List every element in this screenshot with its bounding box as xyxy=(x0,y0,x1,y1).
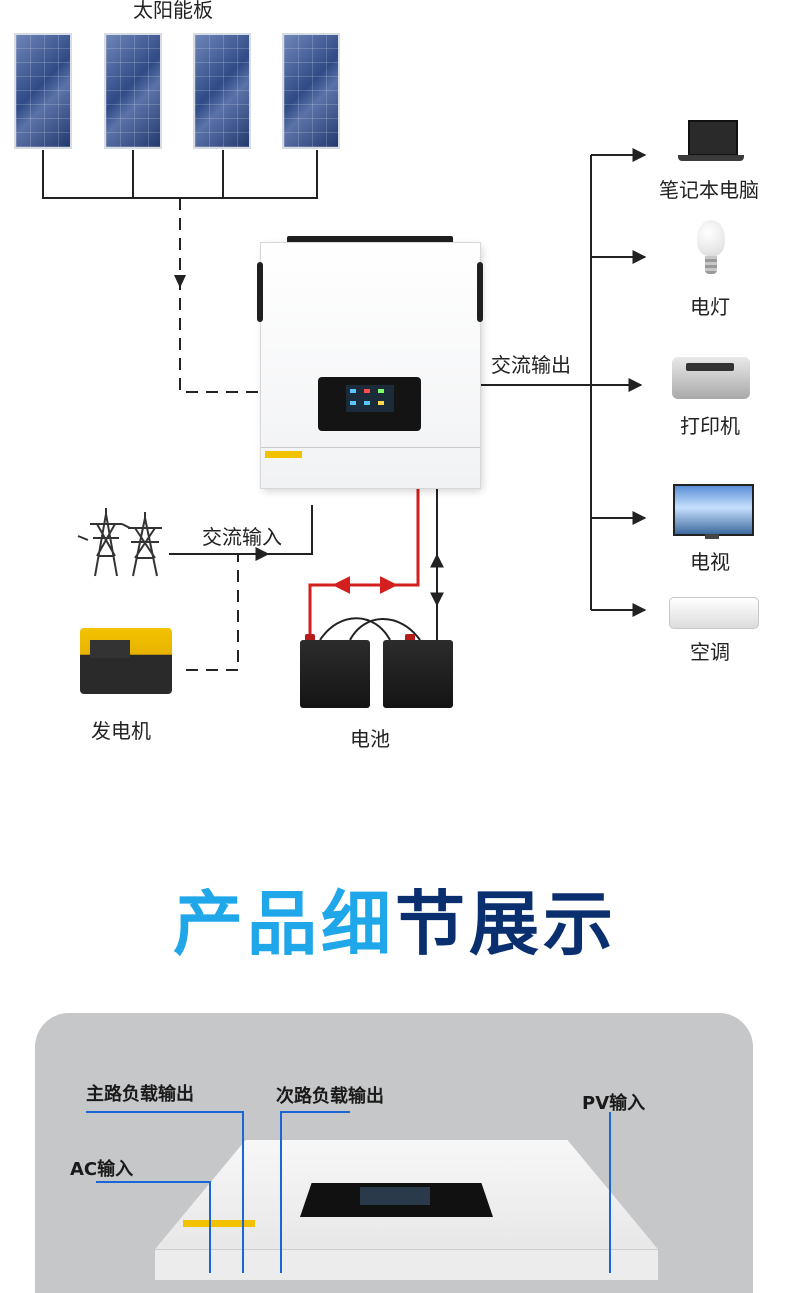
solar-panel-icon xyxy=(14,33,72,149)
generator-label: 发电机 xyxy=(91,719,151,743)
ac-input-detail-label: AC输入 xyxy=(70,1159,134,1180)
device-label-tv: 电视 xyxy=(690,550,730,574)
tv-icon xyxy=(673,484,754,536)
secondary-output-label: 次路负载输出 xyxy=(276,1086,384,1107)
generator-feed-line xyxy=(186,554,239,671)
battery-dc-line xyxy=(308,488,420,640)
inverter-display xyxy=(318,377,421,431)
battery-jumper xyxy=(319,617,421,641)
ac-output-label: 交流输出 xyxy=(491,353,571,377)
device-label-printer: 打印机 xyxy=(680,414,740,438)
air-conditioner-icon xyxy=(669,597,759,629)
solar-combiner-line xyxy=(42,150,318,199)
device-label-laptop: 笔记本电脑 xyxy=(659,178,759,202)
laptop-base xyxy=(678,155,744,161)
inverter-handle-right xyxy=(477,262,483,322)
ac-input-line xyxy=(169,505,313,561)
lightbulb-icon xyxy=(697,220,725,256)
solar-panel-label: 太阳能板 xyxy=(133,0,213,22)
generator-icon xyxy=(80,628,172,694)
section-title-part1: 产品细 xyxy=(173,883,395,965)
device-label-aircon: 空调 xyxy=(690,640,730,664)
inverter-detail-display xyxy=(300,1183,493,1217)
ac-output-line xyxy=(481,148,647,617)
printer-icon xyxy=(672,357,750,399)
battery-icon xyxy=(383,640,453,708)
inverter-lcd xyxy=(346,385,394,412)
battery-label: 电池 xyxy=(350,727,390,751)
caution-sticker xyxy=(265,451,302,458)
caution-sticker xyxy=(183,1220,255,1227)
power-tower-icon xyxy=(77,508,162,577)
device-label-lamp: 电灯 xyxy=(690,295,730,319)
solar-panel-icon xyxy=(104,33,162,149)
section-title: 产品细节展示 xyxy=(0,868,790,969)
callout-lines xyxy=(86,1111,611,1273)
wiring-diagram xyxy=(42,148,647,671)
tv-stand xyxy=(705,534,719,539)
inverter-top-bar xyxy=(287,236,453,244)
solar-feed-arrow xyxy=(174,275,186,288)
inverter-handle-left xyxy=(257,262,263,322)
solar-feed-line xyxy=(179,198,262,393)
inverter-band xyxy=(261,447,480,448)
solar-panel-icon xyxy=(193,33,251,149)
battery-terminal xyxy=(305,634,315,642)
lightbulb-base xyxy=(705,256,717,274)
battery-terminal xyxy=(405,634,415,642)
ac-input-label: 交流输入 xyxy=(202,525,282,549)
main-output-label: 主路负载输出 xyxy=(86,1084,194,1105)
pv-input-label: PV输入 xyxy=(582,1093,646,1114)
laptop-icon xyxy=(688,120,738,156)
solar-panel-icon xyxy=(282,33,340,149)
battery-icon xyxy=(300,640,370,708)
section-title-part2: 节展示 xyxy=(395,883,617,965)
